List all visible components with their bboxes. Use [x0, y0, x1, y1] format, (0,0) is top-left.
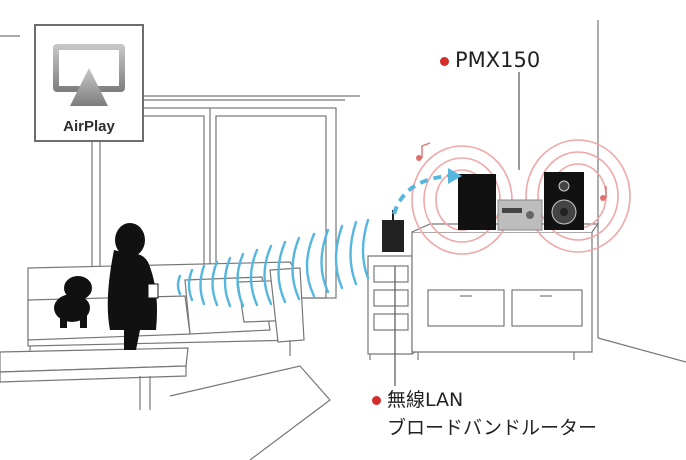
router-label-line2: ブロードバンドルーター	[387, 417, 597, 439]
router-stand	[367, 255, 419, 360]
dog-silhouette	[54, 276, 92, 328]
stereo-system	[458, 172, 584, 231]
router-label-line1: 無線LAN	[372, 386, 597, 414]
router-label: 無線LAN ブロードバンドルーター	[372, 386, 597, 442]
router-to-stereo-arrow	[392, 168, 462, 215]
room-outline	[0, 20, 686, 363]
woman-silhouette	[107, 223, 159, 350]
product-name: PMX150	[455, 48, 541, 72]
airplay-icon	[53, 44, 125, 106]
floor-rug	[169, 365, 331, 460]
bullet-dot	[372, 396, 381, 405]
airplay-label: AirPlay	[63, 118, 115, 135]
coffee-table	[0, 347, 189, 410]
wifi-waves	[176, 218, 370, 308]
leader-lines	[394, 72, 520, 386]
music-note-icon	[416, 142, 431, 161]
router-device	[382, 210, 404, 252]
product-label: PMX150	[440, 48, 540, 72]
airplay-badge: AirPlay	[34, 24, 144, 142]
sideboard-cabinet	[411, 223, 600, 360]
bullet-dot	[440, 56, 449, 66]
music-note-icon-2	[600, 186, 607, 201]
